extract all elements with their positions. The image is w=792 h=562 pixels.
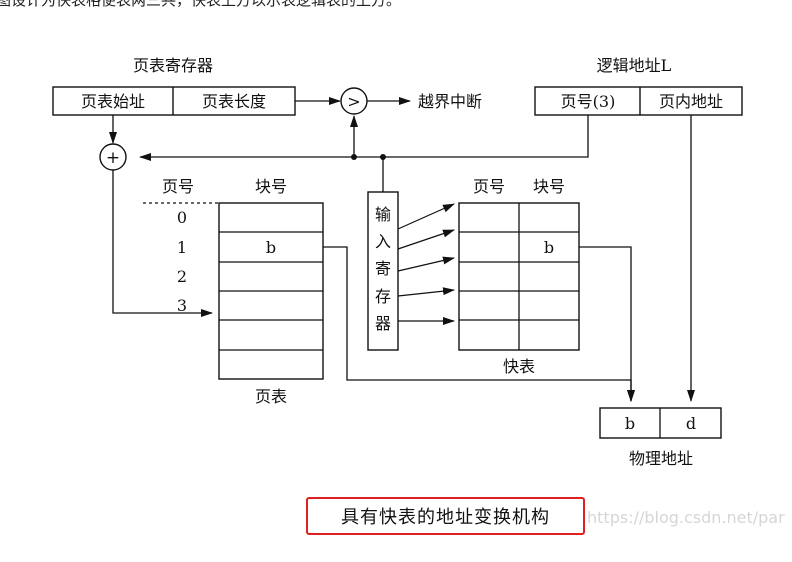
page-table-row-number: 3	[177, 296, 187, 315]
input-register-char: 输	[375, 205, 391, 224]
input-to-fast-table-arrow	[397, 203, 455, 230]
comparator-symbol: >	[347, 92, 360, 111]
page-table-row-number: 0	[177, 208, 187, 227]
fast-table-col-page: 页号	[473, 177, 505, 196]
watermark: https://blog.csdn.net/par	[587, 508, 785, 527]
figure-caption: 具有快表的地址变换机构	[341, 507, 550, 528]
input-register-char: 存	[375, 287, 391, 306]
page-table-caption: 页表	[255, 387, 287, 406]
logical-address-box	[534, 86, 743, 116]
input-to-fast-table-arrow	[397, 287, 455, 297]
input-register-char: 入	[375, 232, 391, 251]
input-register-char: 器	[375, 314, 391, 333]
adder-to-page-table-arrow	[112, 170, 213, 317]
input-register	[367, 191, 399, 351]
page-table-block-value: b	[266, 238, 276, 257]
input-to-fast-table-arrow	[397, 229, 455, 250]
adder-symbol: +	[106, 148, 120, 168]
logical-page-label: 页号(3)	[561, 92, 616, 111]
page-table-row-number: 2	[177, 267, 187, 286]
logical-address-title: 逻辑地址L	[597, 56, 672, 75]
page-number-bus	[139, 115, 589, 161]
page-table-length-label: 页表长度	[202, 92, 266, 111]
physical-offset-value: d	[686, 414, 696, 433]
physical-address-caption: 物理地址	[629, 449, 693, 468]
fast-table-caption: 快表	[503, 357, 535, 376]
page-table-col-page: 页号	[162, 177, 194, 196]
fast-table-block-value: b	[544, 238, 554, 257]
page-table-start-label: 页表始址	[81, 92, 145, 111]
figure-caption-box: 具有快表的地址变换机构	[306, 497, 585, 535]
fast-table-to-physical-arrow	[579, 246, 635, 402]
top-text: 图设计为快表格便表两三共，快表上方以示表逻辑表的上方。	[0, 0, 402, 9]
cropped-top-text: 图设计为快表格便表两三共，快表上方以示表逻辑表的上方。	[0, 0, 792, 10]
page-table-col-block: 块号	[255, 177, 287, 196]
physical-block-value: b	[625, 414, 635, 433]
page-table-register-title: 页表寄存器	[133, 56, 213, 75]
fast-table-col-block: 块号	[533, 177, 565, 196]
input-to-fast-table-arrow	[397, 256, 455, 272]
logical-offset-label: 页内地址	[659, 92, 723, 111]
overflow-interrupt-label: 越界中断	[418, 92, 482, 111]
page-table-register-box	[52, 86, 296, 116]
page-table-row-number: 1	[177, 238, 187, 257]
input-register-char: 寄	[375, 259, 391, 278]
